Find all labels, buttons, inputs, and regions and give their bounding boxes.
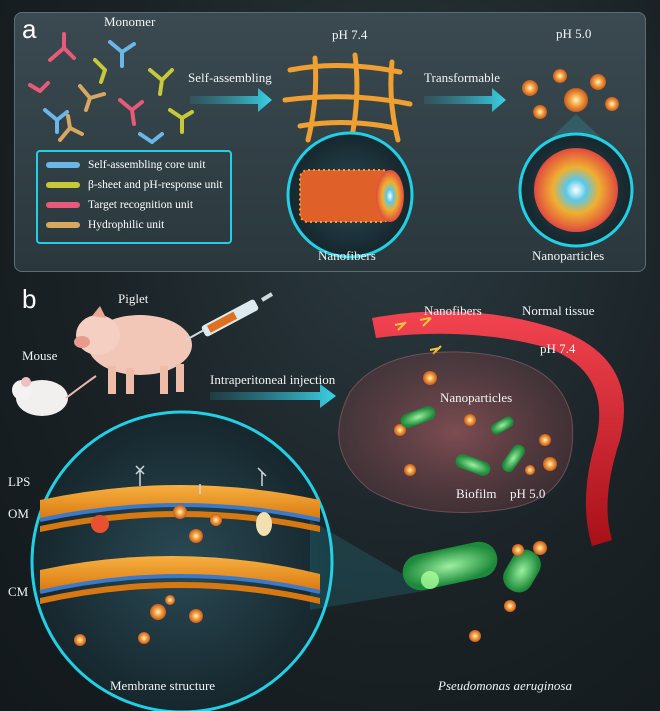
nanofiber-cylinder [299,169,404,223]
legend-swatch-hydrophilic [46,222,80,228]
self-assembling-arrow [190,88,272,112]
legend-row-beta-sheet: β-sheet and pH-response unit [46,176,223,194]
nanofiber-network [282,52,413,143]
legend-row-hydrophilic: Hydrophilic unit [46,216,164,234]
legend-label-target: Target recognition unit [88,199,194,211]
tissue-bacteria [400,406,525,476]
nanoparticles-label-b: Nanoparticles [440,390,513,405]
blood-vessel [372,311,624,546]
infection-tissue [338,351,574,513]
transformable-label: Transformable [424,70,501,85]
panel-a-letter: a [22,14,37,44]
nanoparticles-label-a: Nanoparticles [532,248,605,263]
injection-arrow [210,384,336,408]
lps-label: LPS [8,474,31,489]
monomer-cluster [28,32,194,144]
nanoparticle-group [522,69,619,119]
tissue-nanoparticles [394,371,557,476]
lps-chains [135,465,267,494]
nanofibers-label-b: Nanofibers [424,303,482,318]
transformable-arrow [424,88,506,112]
bacterium-label: Pseudomonas aeruginosa [438,678,572,693]
injection-label: Intraperitoneal injection [210,372,336,387]
mouse-label: Mouse [22,348,58,363]
biofilm-label: Biofilm [456,486,497,501]
legend-swatch-core [46,162,80,168]
membrane-nanoparticles [74,505,272,646]
ph-acidic-label-b: pH 5.0 [510,486,546,501]
cm-label: CM [8,584,29,599]
piglet-label: Piglet [118,291,149,306]
nanofibers-label-a: Nanofibers [318,248,376,263]
om-label: OM [8,506,29,521]
mouse-illustration [12,375,97,416]
ph-acidic-label-a: pH 5.0 [556,26,592,41]
unit-legend: Self-assembling core unit β-sheet and pH… [36,150,232,244]
legend-label-core: Self-assembling core unit [88,159,206,171]
cytoplasmic-membrane [39,555,321,604]
ph-neutral-label-a: pH 7.4 [332,27,368,42]
self-assembling-label: Self-assembling [188,70,272,85]
piglet-illustration [74,306,192,394]
panel-b-letter: b [22,284,37,314]
monomer-label: Monomer [104,14,156,29]
legend-label-beta-sheet: β-sheet and pH-response unit [88,179,223,191]
membrane-zoom-beam [310,520,430,610]
legend-label-hydrophilic: Hydrophilic unit [88,219,165,231]
legend-row-core: Self-assembling core unit [46,156,206,174]
legend-swatch-target [46,202,80,208]
membrane-structure-label: Membrane structure [110,678,216,693]
pseudomonas-bacteria [402,541,547,642]
nanoparticle-zoom [534,148,618,232]
legend-swatch-beta-sheet [46,182,80,188]
legend-row-target: Target recognition unit [46,196,193,214]
syringe-illustration [185,292,274,341]
ph-neutral-label-b: pH 7.4 [540,341,576,356]
normal-tissue-label: Normal tissue [522,303,595,318]
